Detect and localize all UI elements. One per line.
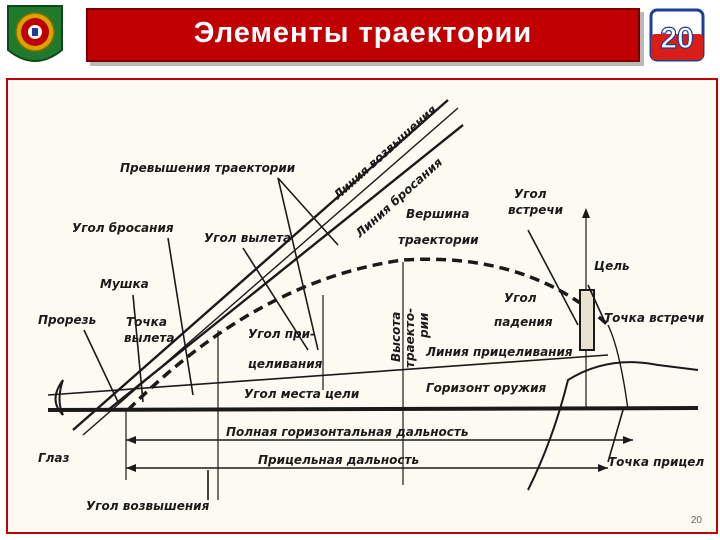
label-departure-point-1: Точка (126, 315, 167, 329)
label-trajectory-heights: Превышения траектории (120, 161, 296, 175)
trajectory-curve (126, 257, 610, 412)
diagram-frame: Превышения траектории Линия возвышения Л… (6, 78, 718, 534)
label-angle-of-fall-1: Угол (504, 291, 537, 305)
label-aiming-range: Прицельная дальность (258, 453, 419, 467)
label-angle-of-site: Угол места цели (244, 387, 360, 401)
emblem-logo (7, 5, 63, 62)
label-trajectory-height-2: траекто- (403, 308, 417, 368)
label-aiming-angle-1: Угол при- (248, 327, 315, 341)
page-number: 20 (690, 515, 702, 526)
label-angle-of-impact-1: Угол (514, 187, 547, 201)
slide-title: Элементы траектории (193, 17, 533, 49)
label-summit-1: Вершина (406, 207, 469, 221)
label-departure-point-2: вылета (124, 331, 174, 345)
eye-shape (54, 379, 64, 416)
label-point-of-impact: Точка встречи (604, 311, 705, 325)
label-aiming-point: Точка прицел (608, 455, 704, 469)
label-front-sight: Мушка (100, 277, 149, 291)
section-number-badge: 20 (649, 8, 705, 62)
label-angle-of-elevation: Угол возвышения (86, 499, 210, 513)
line-of-elevation (72, 99, 449, 431)
label-line-of-sight: Линия прицеливания (425, 345, 573, 359)
weapon-horizon-line (47, 406, 699, 412)
terrain (527, 361, 699, 491)
label-trajectory-height-1: Высота (389, 312, 403, 362)
label-angle-of-departure: Угол вылета (204, 231, 291, 245)
label-target: Цель (594, 259, 630, 273)
label-angle-of-impact-2: встречи (508, 203, 564, 217)
label-trajectory-height-3: рии (417, 312, 431, 339)
badge-number: 20 (660, 22, 693, 55)
label-rear-sight-notch: Прорезь (38, 313, 96, 327)
slide-title-bar: Элементы траектории (86, 8, 640, 62)
label-summit-2: траектории (398, 233, 479, 247)
trajectory-diagram: Превышения траектории Линия возвышения Л… (38, 99, 705, 513)
label-eye: Глаз (38, 451, 70, 465)
target-marker (579, 289, 595, 351)
label-weapon-horizon: Горизонт оружия (426, 381, 547, 395)
label-angle-of-projection: Угол бросания (72, 221, 174, 235)
label-full-horizontal-range: Полная горизонтальная дальность (226, 425, 468, 439)
label-angle-of-fall-2: падения (494, 315, 553, 329)
label-aiming-angle-2: целивания (248, 357, 323, 371)
